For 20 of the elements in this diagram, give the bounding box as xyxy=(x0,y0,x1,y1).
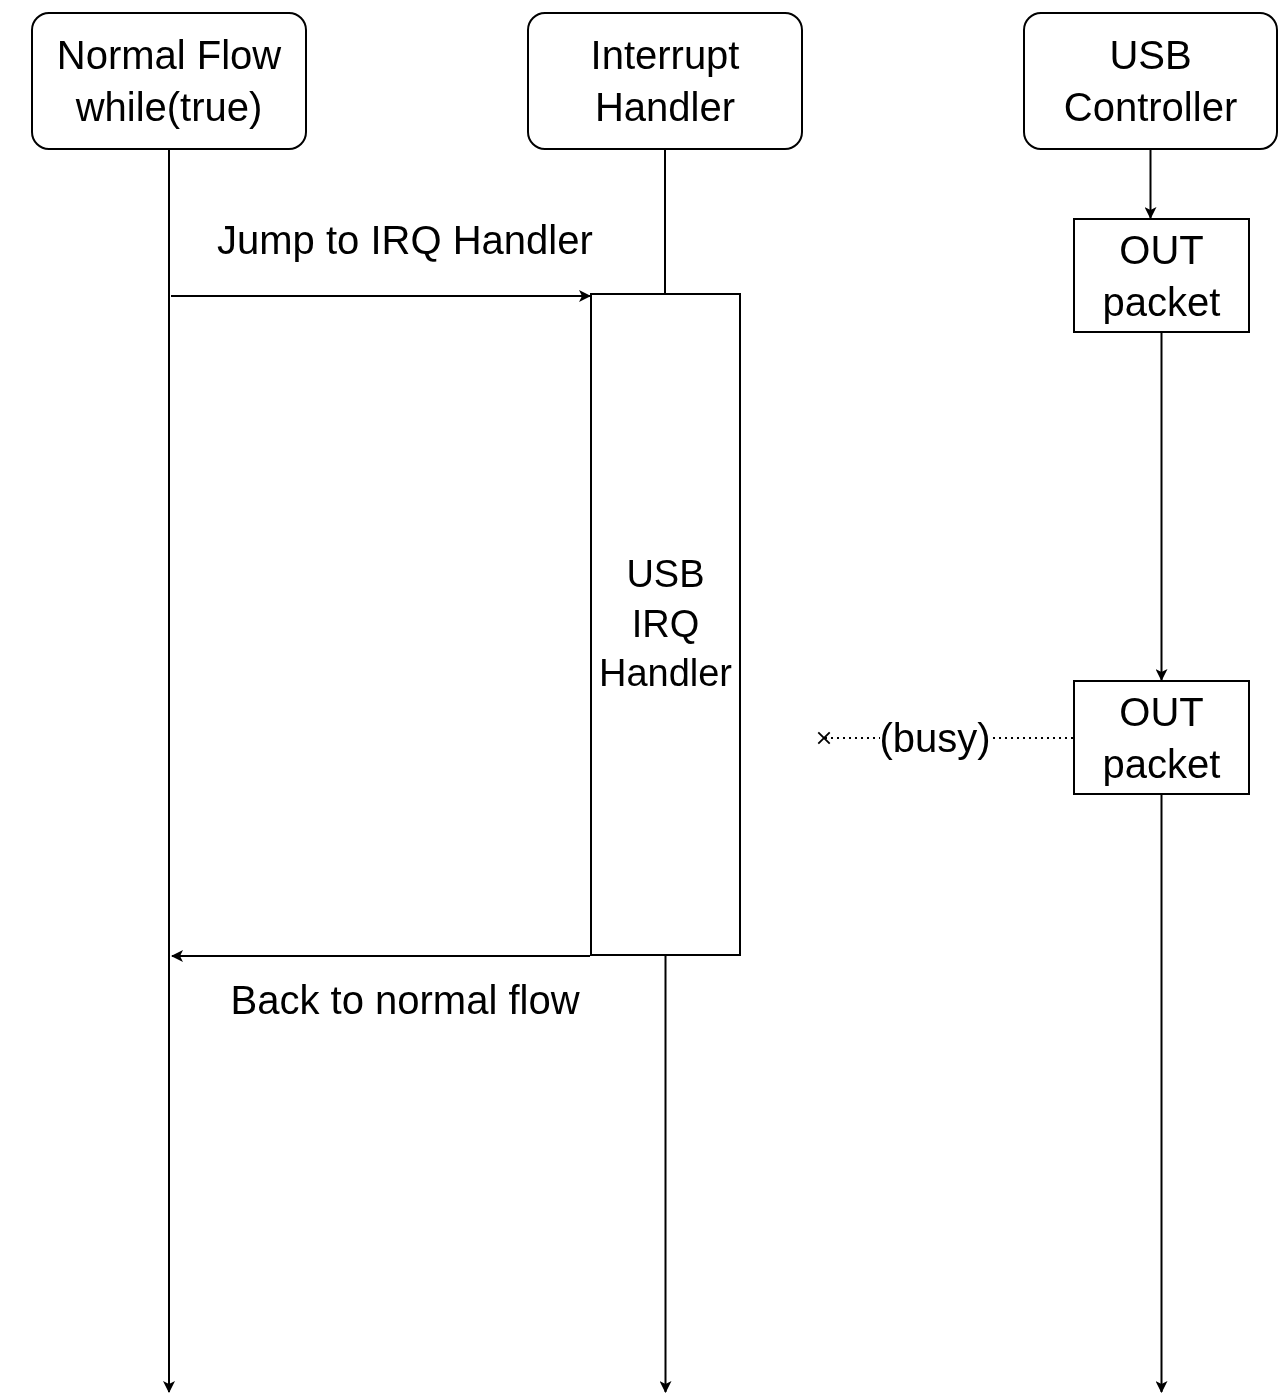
event-box xyxy=(1073,680,1250,795)
arrow xyxy=(1144,149,1157,219)
node-label: Interrupt Handler xyxy=(589,32,741,131)
lifeline xyxy=(664,149,666,294)
lifeline-header xyxy=(1023,12,1278,150)
arrow xyxy=(1155,332,1168,681)
lifeline-arrow xyxy=(659,955,672,1393)
node-label: USB Controller xyxy=(1062,32,1239,131)
node-label: OUT packet xyxy=(1101,226,1222,326)
lifeline-header xyxy=(527,12,803,150)
message-arrow xyxy=(170,290,591,302)
node-label: OUT packet xyxy=(1101,688,1222,788)
event-box xyxy=(1073,218,1250,333)
lifeline-header xyxy=(31,12,307,150)
node-label: USB IRQ Handler xyxy=(597,552,734,697)
lifeline-arrow xyxy=(163,149,175,1393)
activation-bar xyxy=(590,293,741,956)
lifeline-arrow xyxy=(1155,794,1168,1393)
message-arrow xyxy=(171,950,591,962)
node-label: Normal Flow while(true) xyxy=(55,32,283,131)
